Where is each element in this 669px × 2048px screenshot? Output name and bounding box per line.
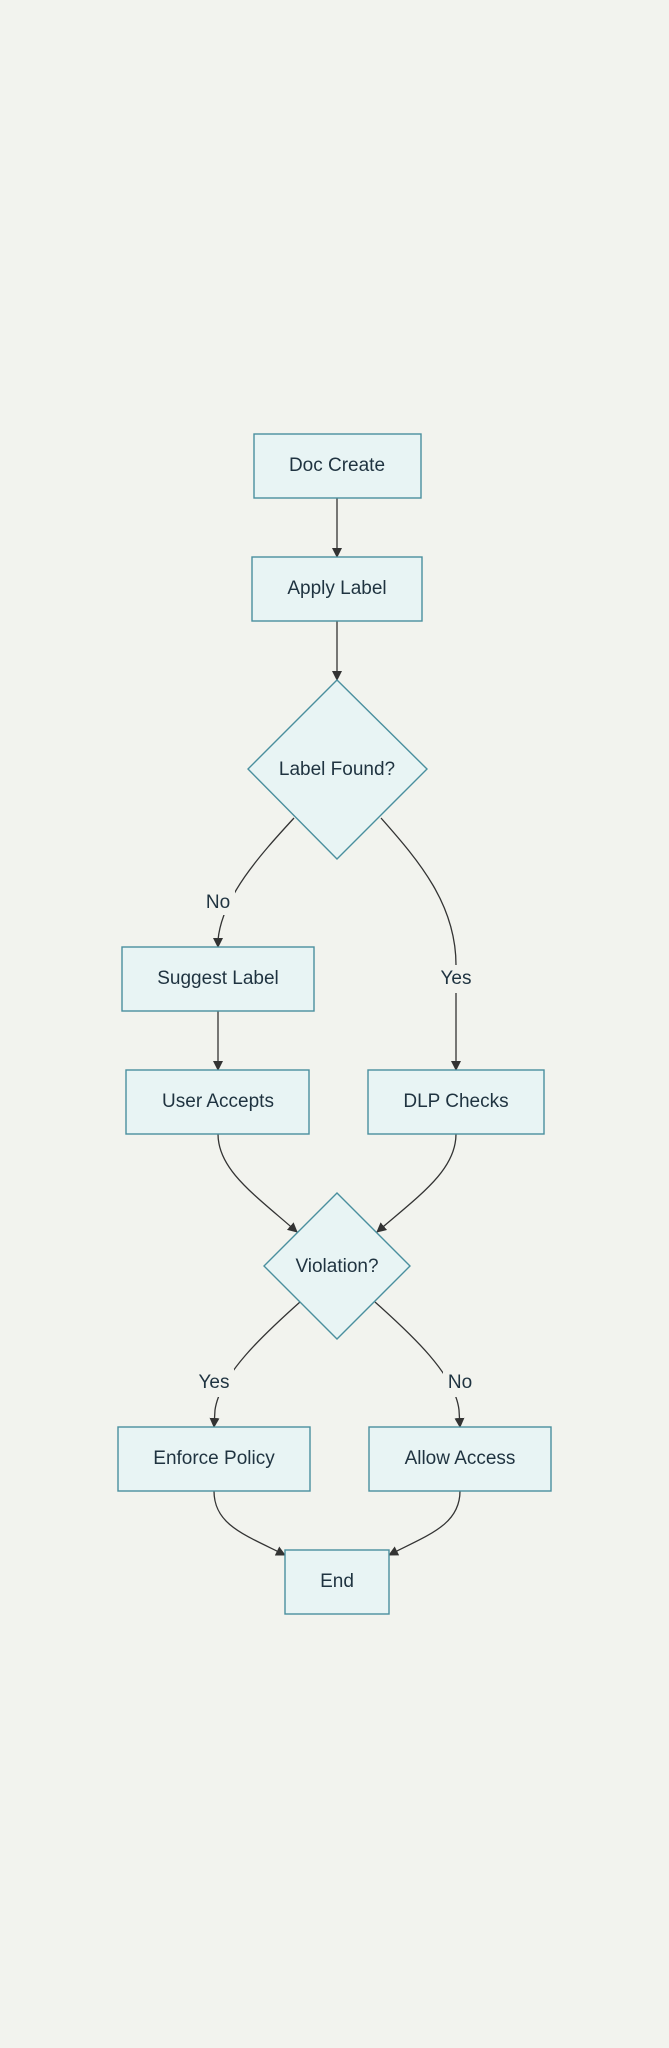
svg-text:Doc Create: Doc Create	[289, 455, 385, 476]
edge-label-yes-2: Yes	[194, 1369, 234, 1397]
edge-label-no-1: No	[201, 889, 235, 915]
edge-violation-to-enforce-policy	[209, 1301, 301, 1428]
edge-violation-to-allow-access	[374, 1301, 465, 1428]
node-violation-decision: Violation?	[263, 1192, 411, 1340]
edge-allow-access-to-end	[388, 1490, 461, 1556]
edge-label-found-to-dlp-checks	[380, 817, 461, 1071]
node-user-accepts: User Accepts	[125, 1069, 310, 1135]
svg-text:Allow Access: Allow Access	[405, 1448, 516, 1469]
edge-label-found-to-suggest-label	[213, 817, 295, 948]
edge-enforce-policy-to-end	[213, 1490, 286, 1556]
node-allow-access: Allow Access	[368, 1426, 552, 1492]
edge-label-no-2: No	[443, 1369, 477, 1397]
svg-text:Enforce Policy: Enforce Policy	[153, 1448, 275, 1469]
svg-text:No: No	[206, 892, 230, 913]
node-suggest-label: Suggest Label	[121, 946, 315, 1012]
svg-text:No: No	[448, 1372, 472, 1393]
edge-dlp-checks-to-violation	[376, 1133, 457, 1233]
node-doc-create: Doc Create	[253, 433, 422, 499]
svg-text:Suggest Label: Suggest Label	[157, 968, 279, 989]
svg-text:User Accepts: User Accepts	[162, 1091, 274, 1112]
svg-text:Label Found?: Label Found?	[279, 759, 395, 780]
node-label-found-decision: Label Found?	[247, 679, 428, 860]
edges	[209, 498, 465, 1556]
node-apply-label: Apply Label	[251, 556, 423, 622]
node-enforce-policy: Enforce Policy	[117, 1426, 311, 1492]
svg-text:End: End	[320, 1571, 354, 1592]
svg-text:Yes: Yes	[441, 968, 472, 989]
svg-text:DLP Checks: DLP Checks	[403, 1091, 508, 1112]
svg-text:Violation?: Violation?	[295, 1256, 378, 1277]
node-dlp-checks: DLP Checks	[367, 1069, 545, 1135]
edge-user-accepts-to-violation	[217, 1133, 298, 1233]
svg-text:Apply Label: Apply Label	[287, 578, 386, 599]
edge-label-yes-1: Yes	[436, 965, 476, 993]
node-end: End	[284, 1549, 390, 1615]
svg-text:Yes: Yes	[199, 1372, 230, 1393]
